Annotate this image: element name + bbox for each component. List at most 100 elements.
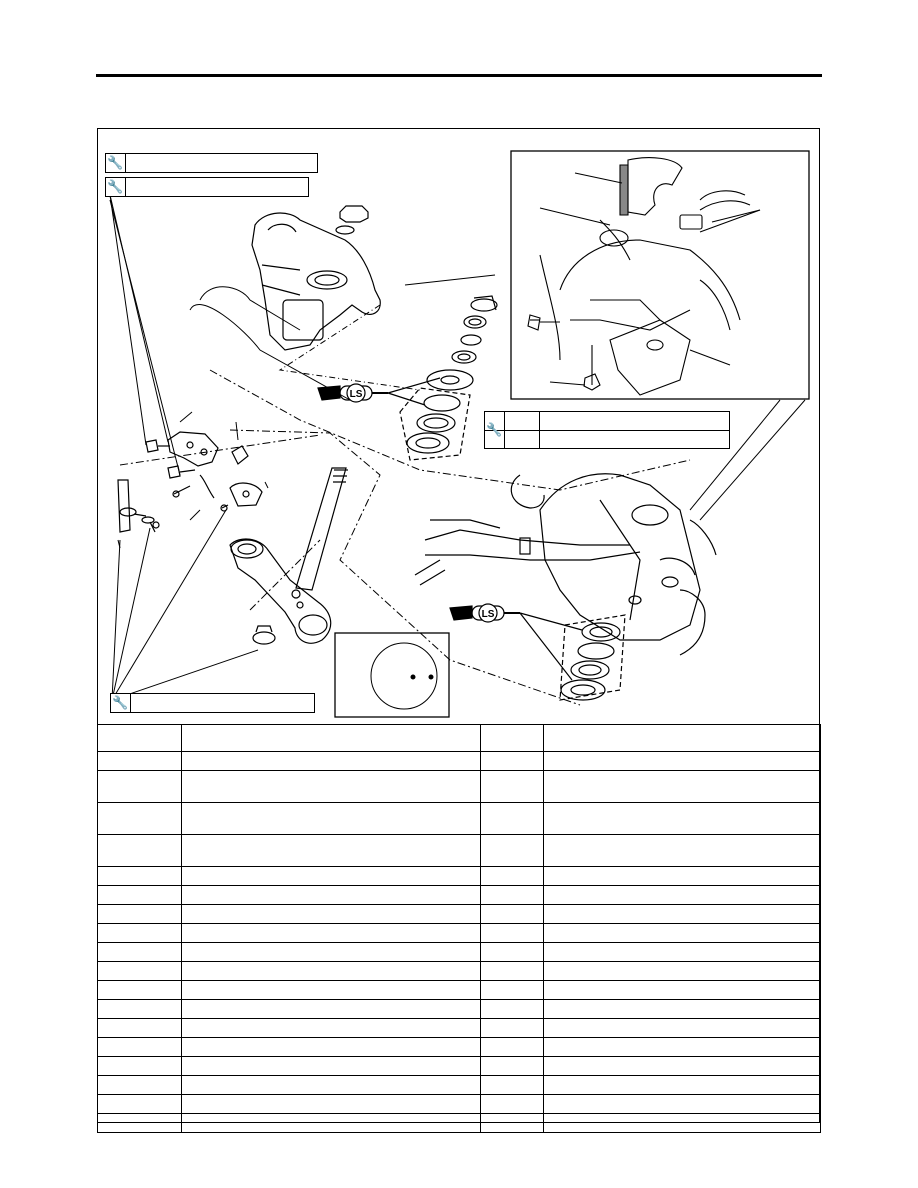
table-row bbox=[97, 751, 821, 771]
table-cell bbox=[97, 1018, 182, 1038]
table-header-cell bbox=[543, 724, 821, 752]
table-row bbox=[97, 1018, 821, 1038]
table-cell bbox=[543, 834, 821, 867]
detail-inset-frame bbox=[510, 150, 810, 400]
table-cell bbox=[543, 885, 821, 905]
table-cell bbox=[480, 866, 544, 886]
table-cell bbox=[181, 942, 481, 962]
lower-bracket bbox=[229, 538, 332, 644]
table-cell bbox=[480, 751, 544, 771]
table-row bbox=[97, 1056, 821, 1076]
table-cell bbox=[543, 923, 821, 943]
table-row bbox=[97, 834, 821, 867]
table-cell bbox=[543, 1037, 821, 1057]
disc-outline bbox=[370, 642, 438, 710]
table-cell bbox=[181, 923, 481, 943]
table-row bbox=[97, 942, 821, 962]
table-cell bbox=[543, 1075, 821, 1095]
table-header-cell bbox=[97, 724, 182, 752]
steering-nut bbox=[335, 205, 369, 235]
table-cell bbox=[97, 866, 182, 886]
grease-ls-lower bbox=[478, 603, 498, 623]
table-cell bbox=[543, 980, 821, 1000]
table-cell bbox=[181, 802, 481, 835]
table-cell bbox=[97, 904, 182, 924]
wrench-icon: 🔧 bbox=[106, 154, 126, 172]
table-cell bbox=[181, 834, 481, 867]
table-cell bbox=[181, 904, 481, 924]
table-cell bbox=[480, 1094, 544, 1114]
cable-clip bbox=[510, 474, 545, 509]
table-cell bbox=[181, 866, 481, 886]
table-cell bbox=[543, 942, 821, 962]
table-cell bbox=[543, 1056, 821, 1076]
table-cell bbox=[543, 1018, 821, 1038]
exploded-view-diagram: LS LS bbox=[109, 150, 810, 718]
table-row bbox=[97, 1113, 821, 1133]
table-cell bbox=[181, 751, 481, 771]
grease-gun-icon-lower bbox=[449, 605, 583, 681]
table-cell bbox=[480, 961, 544, 981]
torque-spec-text-3b bbox=[541, 435, 547, 447]
table-cell bbox=[181, 961, 481, 981]
switch-bracket bbox=[167, 431, 249, 467]
lower-cap bbox=[252, 625, 276, 645]
table-cell bbox=[97, 1056, 182, 1076]
table-cell bbox=[543, 1094, 821, 1114]
grease-ls-lower-label: LS bbox=[482, 609, 495, 620]
table-cell bbox=[480, 942, 544, 962]
table-cell bbox=[480, 1113, 544, 1133]
wrench-icon: 🔧 bbox=[106, 178, 126, 196]
torque-spec-box-3: 🔧 bbox=[484, 411, 730, 449]
table-cell bbox=[97, 923, 182, 943]
bolts-left bbox=[145, 439, 229, 512]
torque-spec-text-3a bbox=[541, 412, 547, 430]
grease-ls-upper-label: LS bbox=[350, 389, 363, 400]
table-cell bbox=[480, 904, 544, 924]
table-cell bbox=[543, 961, 821, 981]
table-cell bbox=[543, 999, 821, 1019]
table-cell bbox=[543, 770, 821, 803]
table-header-row bbox=[97, 724, 821, 752]
table-cell bbox=[181, 1037, 481, 1057]
reflector-part bbox=[229, 482, 263, 507]
table-cell bbox=[480, 802, 544, 835]
table-row bbox=[97, 904, 821, 924]
table-cell bbox=[181, 980, 481, 1000]
table-row bbox=[97, 866, 821, 886]
table-cell bbox=[97, 942, 182, 962]
table-row bbox=[97, 885, 821, 905]
table-cell bbox=[97, 834, 182, 867]
table-row bbox=[97, 802, 821, 835]
table-cell bbox=[181, 770, 481, 803]
table-cell bbox=[480, 1075, 544, 1095]
hose-and-clamp bbox=[117, 479, 160, 533]
table-cell bbox=[97, 751, 182, 771]
table-header-cell bbox=[480, 724, 544, 752]
table-cell bbox=[181, 1018, 481, 1038]
table-row bbox=[97, 770, 821, 803]
table-header-cell bbox=[181, 724, 481, 752]
inset-detail bbox=[527, 157, 761, 396]
table-cell bbox=[480, 834, 544, 867]
table-row bbox=[97, 923, 821, 943]
table-row bbox=[97, 1037, 821, 1057]
wrench-icon: 🔧 bbox=[485, 412, 505, 448]
table-cell bbox=[480, 923, 544, 943]
table-cell bbox=[97, 770, 182, 803]
table-cell bbox=[480, 885, 544, 905]
table-cell bbox=[480, 1056, 544, 1076]
torque-spec-box-4: 🔧 bbox=[110, 693, 315, 713]
table-cell bbox=[480, 999, 544, 1019]
table-cell bbox=[97, 1037, 182, 1057]
torque-spec-box-2: 🔧 bbox=[105, 177, 309, 197]
upper-bearing-stack bbox=[399, 295, 498, 461]
table-cell bbox=[480, 980, 544, 1000]
table-cell bbox=[181, 1056, 481, 1076]
table-cell bbox=[97, 1075, 182, 1095]
table-cell bbox=[97, 961, 182, 981]
disc-inset-frame bbox=[334, 632, 450, 718]
table-cell bbox=[543, 751, 821, 771]
table-cell bbox=[543, 802, 821, 835]
grease-gun-icon-upper bbox=[317, 377, 441, 406]
